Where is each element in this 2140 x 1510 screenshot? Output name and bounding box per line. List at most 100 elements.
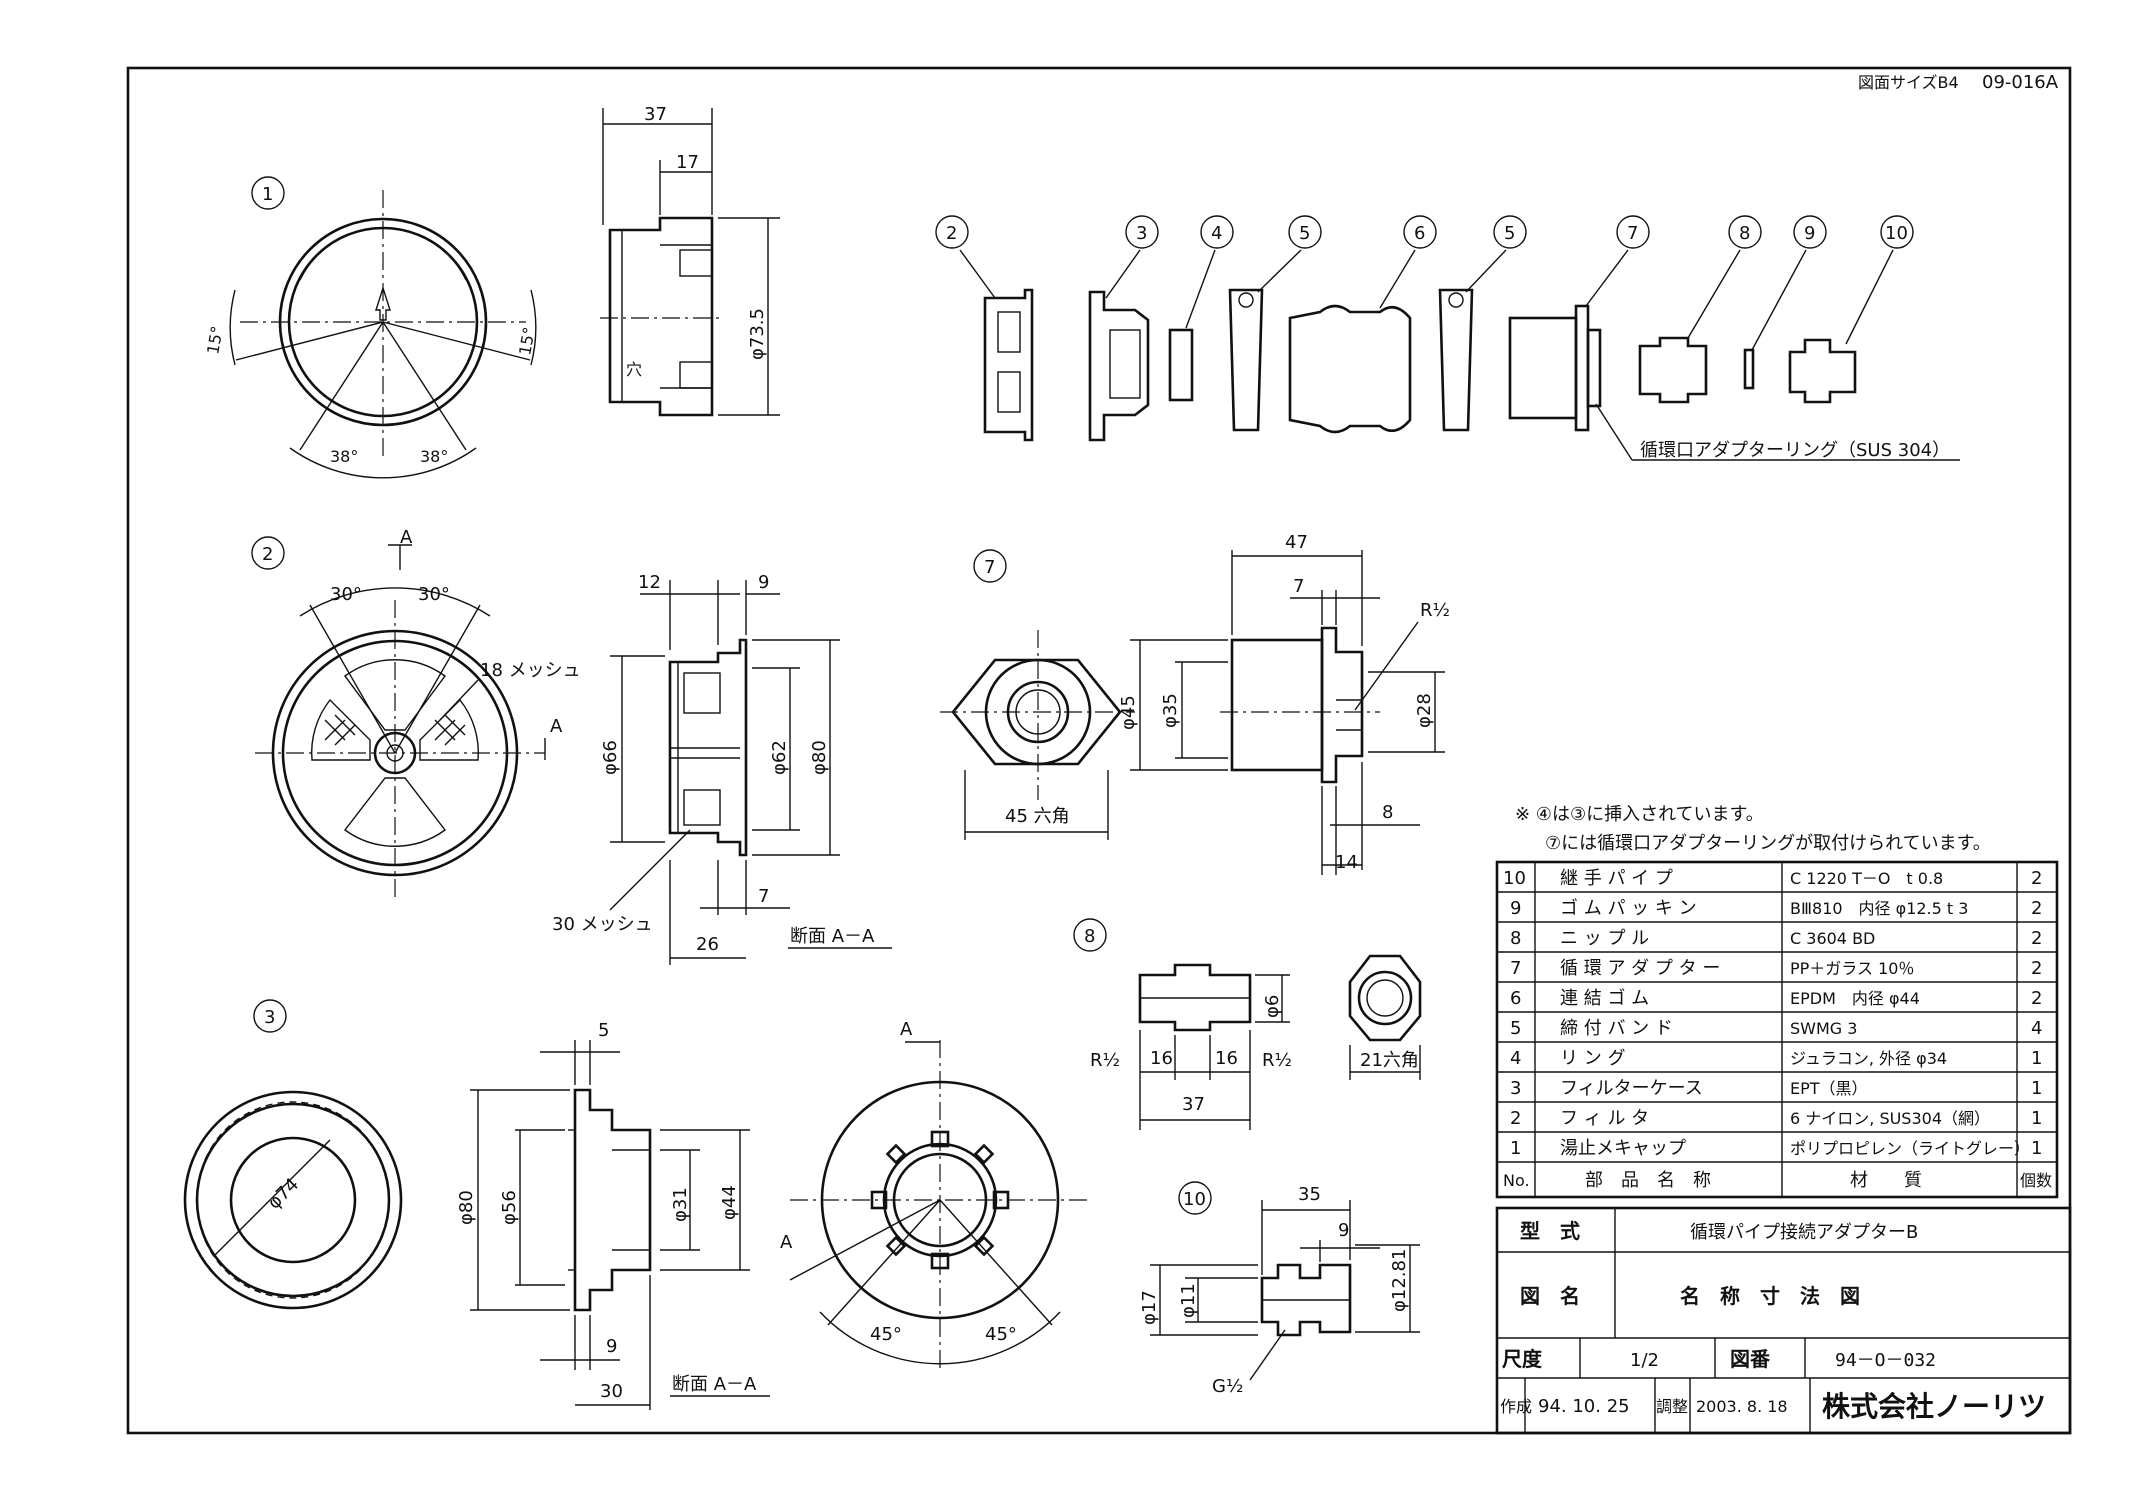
parts-table: 10 継 手 パ イ プ C 1220 T－O t 0.8 2 9 ゴ ム パ … <box>1495 860 2059 1199</box>
view-2-filter: 2 30° 30° A A 18 メッシュ <box>251 527 892 965</box>
title-scale-label: 尺度 <box>1502 1347 1543 1371</box>
view-1-cap: 1 15° 15° 38° 38° 穴 37 17 <box>203 104 780 479</box>
exploded-balloon-9: 9 <box>1804 223 1815 244</box>
view-2-angle-left: 30° <box>330 584 362 605</box>
view-10-balloon: 10 <box>1183 1189 1206 1210</box>
parts-no: 8 <box>1510 928 1521 949</box>
view-7-dim-14: 14 <box>1335 852 1358 873</box>
view-7-hex-label: 45 六角 <box>1005 806 1070 827</box>
view-3-dim-d44: φ44 <box>719 1185 740 1220</box>
parts-no: 9 <box>1510 898 1521 919</box>
parts-material: C 1220 T－O t 0.8 <box>1790 869 1943 888</box>
view-8-balloon: 8 <box>1084 926 1095 947</box>
title-type-label: 型 式 <box>1520 1219 1580 1243</box>
view-2-mesh30-label: 30 メッシュ <box>552 914 653 935</box>
title-company: 株式会社ノーリツ <box>1822 1390 2046 1423</box>
parts-name: 循 環 ア ダ プ タ ー <box>1560 958 1720 979</box>
drawing-code: 09-016A <box>1982 72 2059 93</box>
view-3-section-mark-bottom: A <box>780 1232 793 1253</box>
parts-header-material: 材 質 <box>1850 1170 1922 1191</box>
parts-row-9: 9 ゴ ム パ ッ キ ン BⅢ810 内径 φ12.5 t 3 2 <box>1510 898 2042 919</box>
parts-name: リ ン グ <box>1560 1048 1625 1069</box>
view-8-dim-16b: 16 <box>1215 1048 1238 1069</box>
ring-note: 循環口アダプターリング（SUS 304） <box>1640 440 1950 461</box>
parts-material: BⅢ810 内径 φ12.5 t 3 <box>1790 899 1968 918</box>
exploded-balloon-7: 7 <box>1627 223 1638 244</box>
parts-name: 締 付 バ ン ド <box>1560 1018 1673 1039</box>
view-2-dim-12: 12 <box>638 572 661 593</box>
parts-qty: 1 <box>2031 1138 2042 1159</box>
parts-header-name: 部 品 名 称 <box>1585 1170 1711 1191</box>
title-scale-value: 1/2 <box>1630 1350 1659 1371</box>
view-2-section-title: 断面 A－A <box>790 926 875 947</box>
view-7-dim-47: 47 <box>1285 532 1308 553</box>
exploded-balloon-6: 6 <box>1414 223 1425 244</box>
parts-row-8: 8 ニ ッ プ ル C 3604 BD 2 <box>1510 928 2042 949</box>
view-8-dim-16a: 16 <box>1150 1048 1173 1069</box>
view-7-adapter: 7 45 六角 47 7 R½ φ45 φ35 <box>940 532 1450 875</box>
view-10-dim-d1281: φ12.81 <box>1389 1249 1410 1312</box>
view-3-dim-d80: φ80 <box>456 1190 477 1225</box>
view-2-dim-7: 7 <box>758 886 769 907</box>
parts-no: 3 <box>1510 1078 1521 1099</box>
parts-row-4: 4 リ ン グ ジュラコン, 外径 φ34 1 <box>1510 1048 2042 1069</box>
parts-material: ジュラコン, 外径 φ34 <box>1790 1049 1947 1068</box>
parts-qty: 1 <box>2031 1048 2042 1069</box>
view-7-dim-d45: φ45 <box>1118 695 1139 730</box>
view-1-balloon: 1 <box>262 184 273 205</box>
view-3-dim-5: 5 <box>598 1020 609 1041</box>
view-1-dim-width: 37 <box>644 104 667 125</box>
view-7-dim-d35: φ35 <box>1160 693 1181 728</box>
title-drawing-name-label: 図 名 <box>1520 1284 1580 1308</box>
parts-qty: 2 <box>2031 958 2042 979</box>
view-8-hex-label: 21六角 <box>1360 1050 1419 1071</box>
parts-header-no: No. <box>1503 1171 1530 1190</box>
parts-row-10: 10 継 手 パ イ プ C 1220 T－O t 0.8 2 <box>1503 868 2042 889</box>
parts-material: C 3604 BD <box>1790 929 1875 948</box>
title-drawing-name-value: 名 称 寸 法 図 <box>1680 1284 1860 1308</box>
view-10-dim-d17: φ17 <box>1139 1290 1160 1325</box>
view-2-section-mark-side: A <box>550 716 563 737</box>
parts-no: 7 <box>1510 958 1521 979</box>
parts-name: ニ ッ プ ル <box>1560 928 1649 949</box>
parts-qty: 1 <box>2031 1078 2042 1099</box>
title-type-value: 循環パイプ接続アダプターB <box>1690 1222 1918 1243</box>
view-3-section-title: 断面 A－A <box>672 1374 757 1395</box>
view-2-balloon: 2 <box>262 544 273 565</box>
parts-no: 4 <box>1510 1048 1521 1069</box>
paper-size-label: 図面サイズB4 <box>1858 73 1959 92</box>
view-10-dim-d11: φ11 <box>1178 1283 1199 1318</box>
view-1-hole-label: 穴 <box>626 360 642 379</box>
parts-qty: 2 <box>2031 898 2042 919</box>
parts-no: 6 <box>1510 988 1521 1009</box>
view-3-balloon: 3 <box>264 1007 275 1028</box>
view-10-dim-35: 35 <box>1298 1184 1321 1205</box>
view-7-dim-8: 8 <box>1382 802 1393 823</box>
view-8-dim-37: 37 <box>1182 1094 1205 1115</box>
parts-name: ゴ ム パ ッ キ ン <box>1560 898 1697 919</box>
view-2-dim-9: 9 <box>758 572 769 593</box>
parts-name: フィルターケース <box>1560 1078 1703 1099</box>
view-3-filter-case: 3 φ74 5 φ80 φ56 φ31 φ44 <box>183 999 1090 1410</box>
parts-qty: 2 <box>2031 988 2042 1009</box>
view-2-mesh18-label: 18 メッシュ <box>480 660 581 681</box>
view-10-thread: G½ <box>1212 1376 1243 1397</box>
exploded-balloon-5b: 5 <box>1504 223 1515 244</box>
parts-material: 6 ナイロン, SUS304（網） <box>1790 1109 1990 1128</box>
view-7-thread: R½ <box>1420 600 1450 621</box>
exploded-balloon-5a: 5 <box>1299 223 1310 244</box>
view-1-angle-right: 15° <box>515 325 539 356</box>
exploded-balloon-10: 10 <box>1885 223 1908 244</box>
note-line-2: ⑦には循環口アダプターリングが取付けられています。 <box>1545 833 1991 854</box>
parts-qty: 4 <box>2031 1018 2042 1039</box>
view-3-section-mark-top: A <box>900 1019 913 1040</box>
parts-material: PP＋ガラス 10％ <box>1790 959 1914 978</box>
parts-name: 継 手 パ イ プ <box>1560 868 1673 889</box>
parts-row-2: 2 フ ィ ル タ 6 ナイロン, SUS304（網） 1 <box>1510 1108 2042 1129</box>
parts-row-1: 1 湯止メキャップ ポリプロピレン（ライトグレー） 1 <box>1510 1138 2042 1159</box>
parts-qty: 1 <box>2031 1108 2042 1129</box>
title-drawing-no-value: 94－O－032 <box>1835 1350 1936 1371</box>
view-2-angle-right: 30° <box>418 584 450 605</box>
exploded-balloon-4: 4 <box>1211 223 1222 244</box>
